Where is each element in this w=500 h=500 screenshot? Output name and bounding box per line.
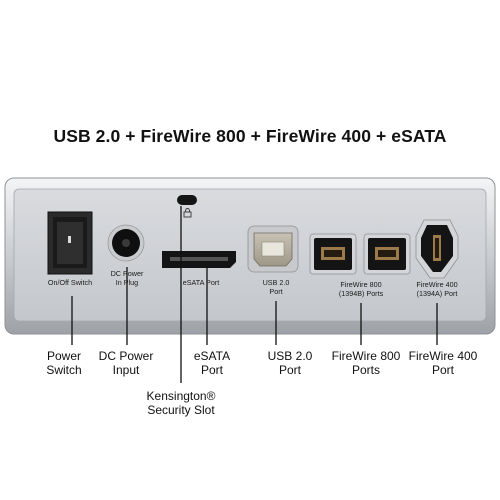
dc-power-jack bbox=[107, 224, 145, 262]
callout-kensington-line1: Kensington® bbox=[146, 389, 216, 403]
diagram-title: USB 2.0 + FireWire 800 + FireWire 400 + … bbox=[53, 126, 447, 146]
callout-lines bbox=[71, 206, 438, 383]
panel-label-usb-line1: USB 2.0 bbox=[262, 278, 290, 287]
firewire-400-port bbox=[415, 219, 459, 279]
callout-esata-line1: eSATA bbox=[193, 349, 231, 363]
callout-dc-power-line2: Input bbox=[112, 363, 140, 377]
callout-usb: USB 2.0 Port bbox=[240, 349, 340, 377]
panel-label-fw800: FireWire 800 (1394B) Ports bbox=[321, 280, 401, 298]
panel-label-fw800-line1: FireWire 800 bbox=[340, 280, 382, 289]
firewire-800-port-2 bbox=[363, 233, 411, 275]
esata-port bbox=[162, 251, 236, 268]
callout-fw400-line2: Port bbox=[431, 363, 454, 377]
panel-label-dc-power-line2: In Plug bbox=[115, 277, 139, 287]
callout-power-switch-line1: Power bbox=[46, 349, 81, 363]
panel-label-usb-line2: Port bbox=[269, 286, 283, 296]
callout-power-switch: Power Switch bbox=[14, 349, 114, 377]
panel-label-fw400-line2: (1394A) Port bbox=[416, 288, 458, 298]
callout-usb-line2: Port bbox=[278, 363, 301, 377]
panel-label-power-switch: On/Off Switch bbox=[47, 278, 93, 287]
callout-fw800-line1: FireWire 800 bbox=[331, 349, 401, 363]
kensington-slot bbox=[177, 195, 197, 205]
callout-esata: eSATA Port bbox=[162, 349, 262, 377]
panel-label-fw400-line1: FireWire 400 bbox=[416, 280, 458, 289]
panel-label-fw400: FireWire 400 (1394A) Port bbox=[397, 280, 477, 298]
panel-label-esata: eSATA Port bbox=[182, 278, 220, 287]
lock-icon bbox=[183, 208, 192, 218]
firewire-800-port-1 bbox=[309, 233, 357, 275]
callout-kensington: Kensington® Security Slot bbox=[131, 389, 231, 417]
callout-usb-line1: USB 2.0 bbox=[267, 349, 313, 363]
callout-power-switch-line2: Switch bbox=[46, 363, 82, 377]
callout-fw800: FireWire 800 Ports bbox=[316, 349, 416, 377]
callout-fw800-line2: Ports bbox=[351, 363, 380, 377]
callout-fw400-line1: FireWire 400 bbox=[408, 349, 478, 363]
usb-port bbox=[247, 225, 299, 273]
callout-fw400: FireWire 400 Port bbox=[393, 349, 493, 377]
callout-dc-power-line1: DC Power bbox=[98, 349, 154, 363]
panel-label-fw800-line2: (1394B) Ports bbox=[338, 288, 384, 298]
callout-dc-power: DC Power Input bbox=[76, 349, 176, 377]
power-switch bbox=[47, 211, 93, 275]
panel-label-dc-power: DC Power In Plug bbox=[87, 269, 167, 287]
callout-esata-line2: Port bbox=[200, 363, 223, 377]
callout-kensington-line2: Security Slot bbox=[147, 403, 215, 417]
panel-label-dc-power-line1: DC Power bbox=[110, 269, 144, 278]
panel-label-usb: USB 2.0 Port bbox=[236, 278, 316, 296]
